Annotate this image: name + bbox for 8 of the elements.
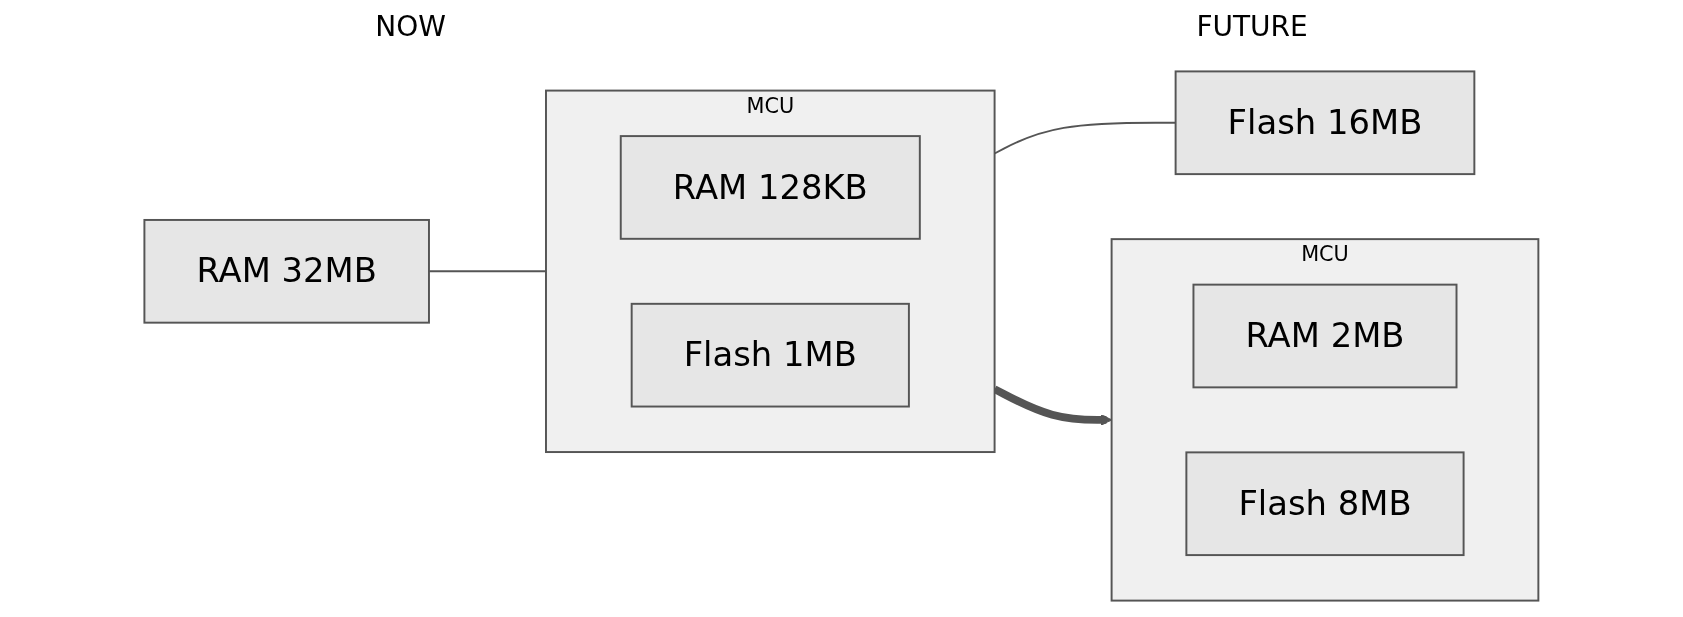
node-box: Flash 1MB: [630, 302, 910, 407]
node-box: RAM 2MB: [1192, 283, 1458, 388]
node-box: RAM 32MB: [143, 218, 431, 324]
section-heading: FUTURE: [1196, 10, 1308, 45]
node-box: Flash 8MB: [1185, 450, 1465, 556]
node-box: Flash 16MB: [1174, 69, 1476, 175]
section-heading: NOW: [375, 10, 446, 45]
node-box: RAM 128KB: [619, 134, 921, 240]
